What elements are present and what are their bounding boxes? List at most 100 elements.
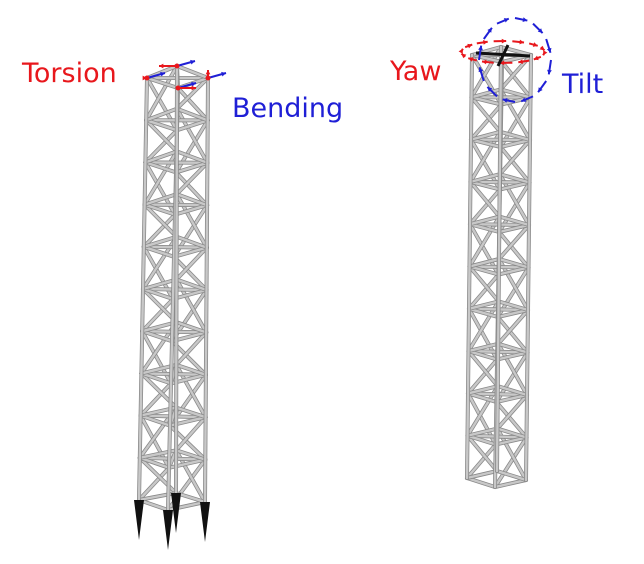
- tilt-arrow-head: [521, 97, 527, 102]
- horizontal-member: [498, 181, 531, 191]
- yaw-arrow-head: [482, 40, 488, 45]
- horizontal-member: [498, 215, 531, 227]
- horizontal-member: [145, 76, 180, 90]
- horizontal-member: [468, 222, 501, 234]
- diagonal-brace: [137, 466, 171, 502]
- node-marker: [175, 85, 181, 91]
- horizontal-member: [175, 150, 209, 165]
- diagonal-brace: [175, 76, 210, 110]
- diagonal-brace: [500, 60, 532, 99]
- horizontal-member: [175, 107, 209, 122]
- horizontal-member: [470, 96, 503, 106]
- horizontal-member: [466, 392, 498, 404]
- horizontal-member: [144, 150, 179, 164]
- right-truss-tower: [465, 45, 533, 489]
- leg-member: [203, 76, 210, 504]
- yaw-arrow-head: [501, 38, 507, 44]
- left-truss-tower: [137, 64, 210, 512]
- horizontal-member: [499, 130, 532, 142]
- tilt-arrow-head: [478, 67, 484, 73]
- horizontal-member: [465, 469, 499, 480]
- horizontal-member: [494, 436, 528, 446]
- horizontal-member: [140, 372, 173, 385]
- diagonal-brace: [498, 230, 530, 269]
- horizontal-member: [144, 107, 179, 122]
- diagonal-brace: [468, 265, 500, 303]
- horizontal-member: [175, 64, 210, 80]
- horizontal-member: [470, 88, 502, 99]
- tilt-arrow-head: [522, 17, 528, 23]
- horizontal-member: [174, 449, 207, 461]
- diagonal-brace: [175, 107, 209, 165]
- horizontal-member: [496, 385, 529, 397]
- horizontal-member: [142, 245, 176, 258]
- yaw-arrow-head: [458, 48, 463, 54]
- horizontal-member: [495, 351, 529, 361]
- horizontal-member: [174, 491, 207, 504]
- horizontal-member: [173, 203, 209, 216]
- horizontal-member: [497, 266, 530, 276]
- horizontal-member: [175, 119, 209, 132]
- diagonal-brace: [497, 223, 531, 261]
- horizontal-member: [496, 308, 530, 319]
- horizontal-member: [469, 172, 501, 184]
- horizontal-member: [467, 349, 499, 361]
- horizontal-member: [137, 498, 170, 512]
- torsion-arrow-head: [205, 70, 211, 75]
- diagonal-brace: [466, 358, 499, 395]
- diagonal-brace: [140, 297, 175, 333]
- diagonal-brace: [144, 64, 179, 122]
- horizontal-member: [171, 288, 208, 301]
- yaw-arrow-head: [518, 59, 524, 64]
- yaw-arrow-head: [481, 59, 487, 65]
- node-marker: [174, 63, 180, 69]
- tilt-arrow-head: [547, 69, 552, 75]
- horizontal-member: [175, 321, 208, 334]
- yaw-arrow-head: [539, 45, 545, 51]
- node-marker: [205, 75, 211, 81]
- horizontal-member: [499, 88, 532, 99]
- horizontal-member: [143, 203, 177, 216]
- diagonal-brace: [469, 103, 503, 141]
- leg-member: [137, 76, 149, 502]
- yaw-arrow-head: [467, 43, 473, 49]
- support-cone: [200, 502, 210, 542]
- diagonal-brace: [497, 308, 530, 345]
- diagonal-brace: [144, 118, 179, 153]
- horizontal-member: [468, 215, 501, 226]
- diagonal-brace: [175, 246, 209, 281]
- horizontal-member: [140, 330, 174, 343]
- diagonal-brace: [139, 382, 173, 417]
- horizontal-member: [142, 235, 178, 249]
- yaw-arrow-head: [532, 42, 538, 47]
- support-cone: [163, 510, 173, 550]
- horizontal-member: [141, 287, 175, 301]
- horizontal-member: [139, 414, 172, 427]
- diagonal-brace: [176, 86, 209, 122]
- horizontal-member: [468, 257, 501, 268]
- tilt-arrow-head: [537, 28, 543, 34]
- horizontal-member: [175, 278, 208, 292]
- diagonal-brace: [468, 188, 502, 226]
- diagonal-brace: [469, 180, 501, 218]
- diagonal-brace: [172, 255, 208, 292]
- horizontal-member: [175, 235, 209, 249]
- horizontal-member: [175, 363, 208, 376]
- yaw-label: Yaw: [390, 56, 442, 87]
- torsion-arrow-head: [191, 85, 196, 91]
- horizontal-member: [495, 393, 529, 404]
- diagonal-brace: [143, 150, 179, 206]
- diagonal-brace: [495, 400, 528, 439]
- diagonal-brace: [466, 434, 499, 473]
- diagonal-brace: [499, 145, 531, 184]
- leg-member: [495, 45, 503, 473]
- tilt-arrow-head: [502, 97, 508, 103]
- diagonal-brace: [496, 315, 529, 354]
- diagonal-brace: [467, 349, 499, 388]
- horizontal-member: [498, 172, 531, 184]
- horizontal-member: [497, 342, 529, 354]
- horizontal-member: [470, 53, 504, 64]
- torsion-arrow-head: [159, 63, 164, 69]
- horizontal-member: [144, 118, 179, 132]
